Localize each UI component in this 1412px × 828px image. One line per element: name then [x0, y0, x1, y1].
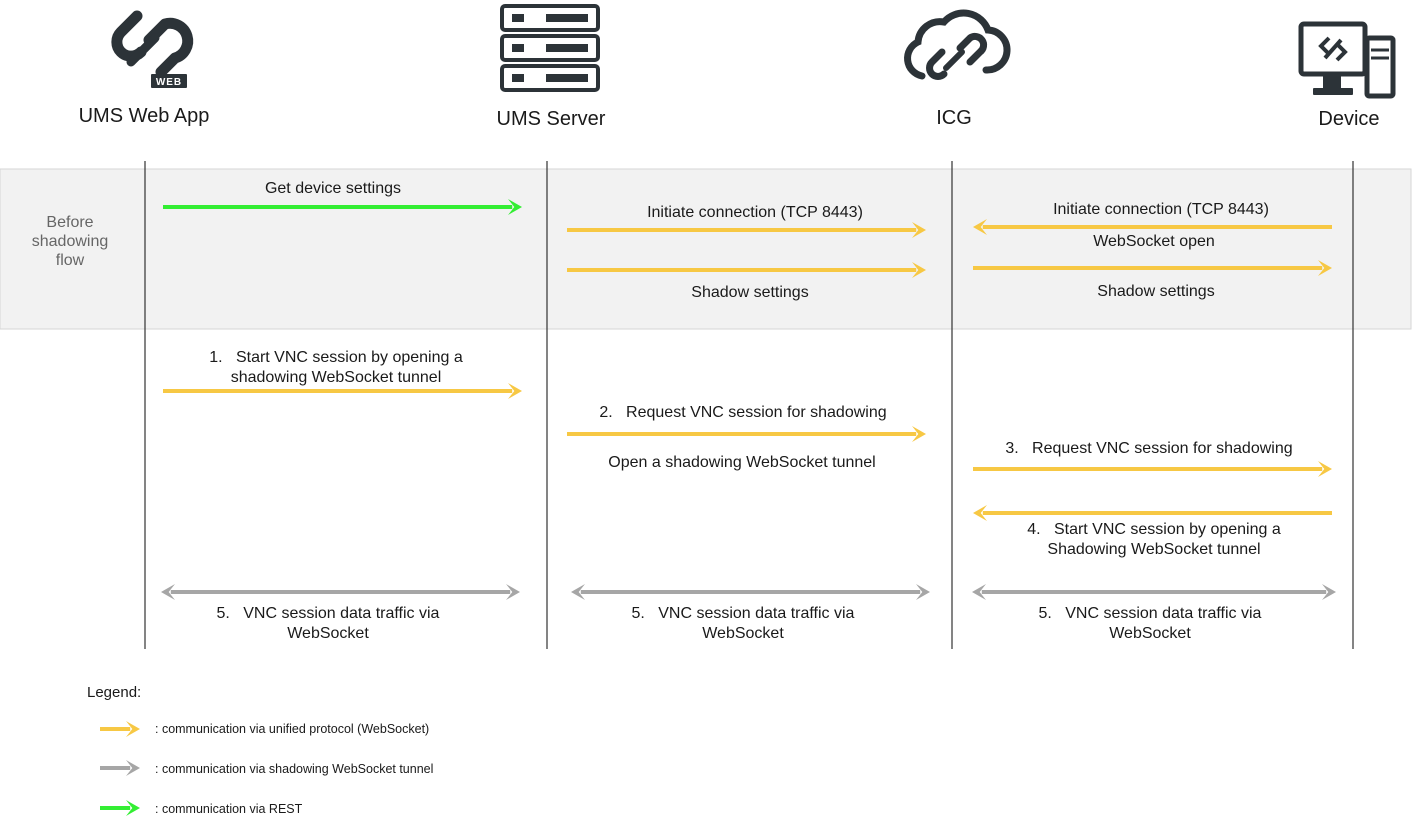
legend: Legend: : communication via unified prot… [87, 684, 433, 816]
actor-label-icg: ICG [936, 107, 972, 129]
legend-arrows [100, 721, 140, 816]
web-badge-text: WEB [156, 77, 182, 88]
arrow-step4 [973, 505, 1332, 521]
desktop-computer-icon [1298, 21, 1396, 99]
label-get-device-settings: Get device settings [265, 180, 401, 197]
label-step5a-line2: WebSocket [287, 625, 369, 642]
arrow-shadow-settings-server [567, 262, 926, 278]
legend-arrow-unified [100, 721, 140, 737]
message-arrows [161, 199, 1336, 600]
phase-label-line-1: Before [46, 214, 93, 231]
before-shadowing-band [0, 168, 1412, 330]
label-shadow-settings-device: Shadow settings [1097, 283, 1214, 300]
arrow-shadow-settings-device [973, 260, 1332, 276]
ums-web-logo-icon: WEB [111, 10, 194, 88]
cloud-link-icon [904, 9, 1011, 80]
label-step1-line2: shadowing WebSocket tunnel [231, 369, 442, 386]
label-step5b-line1: 5. VNC session data traffic via [632, 605, 855, 622]
label-step2: 2. Request VNC session for shadowing [599, 404, 886, 421]
actor-label-ums-web-app: UMS Web App [79, 105, 210, 127]
legend-arrow-rest [100, 800, 140, 816]
label-step5c-line2: WebSocket [1109, 625, 1191, 642]
label-websocket-open: WebSocket open [1093, 233, 1215, 250]
label-step3: 3. Request VNC session for shadowing [1005, 440, 1292, 457]
label-step4-line1: 4. Start VNC session by opening a [1027, 521, 1281, 538]
arrow-initiate-connection-device [973, 219, 1332, 235]
legend-text-unified: : communication via unified protocol (We… [155, 722, 429, 736]
phase-label: Before shadowing flow [32, 214, 109, 269]
legend-text-rest: : communication via REST [155, 802, 303, 816]
arrow-step5c [972, 584, 1336, 600]
arrow-step5b [571, 584, 930, 600]
label-step1-line1: 1. Start VNC session by opening a [209, 349, 463, 366]
legend-text-tunnel: : communication via shadowing WebSocket … [155, 762, 433, 776]
arrow-step3 [973, 461, 1332, 477]
actor-label-ums-server: UMS Server [497, 108, 606, 130]
label-step5a-line1: 5. VNC session data traffic via [217, 605, 440, 622]
label-step5b-line2: WebSocket [702, 625, 784, 642]
label-initiate-connection-server: Initiate connection (TCP 8443) [647, 204, 863, 221]
arrow-get-device-settings [163, 199, 522, 215]
legend-title: Legend: [87, 684, 141, 701]
arrow-step1 [163, 383, 522, 399]
message-labels: Get device settings Initiate connection … [209, 180, 1292, 642]
arrow-initiate-connection-server [567, 222, 926, 238]
label-step4-line2: Shadowing WebSocket tunnel [1047, 541, 1260, 558]
label-step5c-line1: 5. VNC session data traffic via [1039, 605, 1262, 622]
label-shadow-settings-server: Shadow settings [691, 284, 808, 301]
phase-label-line-3: flow [56, 252, 85, 269]
arrow-step2 [567, 426, 926, 442]
phase-label-line-2: shadowing [32, 233, 109, 250]
server-rack-icon [500, 4, 600, 92]
lifelines [144, 161, 1354, 649]
actor-label-device: Device [1318, 108, 1379, 130]
legend-arrow-tunnel [100, 760, 140, 776]
arrow-step5a [161, 584, 520, 600]
label-step2b: Open a shadowing WebSocket tunnel [608, 454, 875, 471]
label-initiate-connection-device: Initiate connection (TCP 8443) [1053, 201, 1269, 218]
